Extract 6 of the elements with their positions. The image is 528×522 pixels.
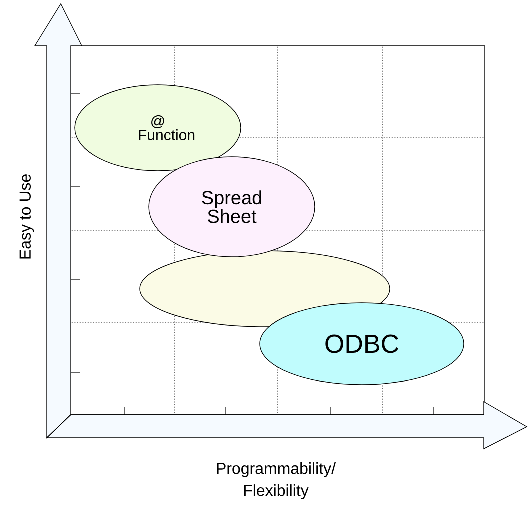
axis-label: Easy to Use: [20, 174, 34, 259]
ellipse-bubble: [140, 250, 390, 328]
ellipse-bubble: ODBC: [260, 302, 464, 386]
axis-label: Programmability/ Flexibility: [217, 462, 336, 500]
ellipse-bubble: @ Function: [74, 84, 242, 172]
ellipse-bubble: Spread Sheet: [148, 156, 316, 258]
